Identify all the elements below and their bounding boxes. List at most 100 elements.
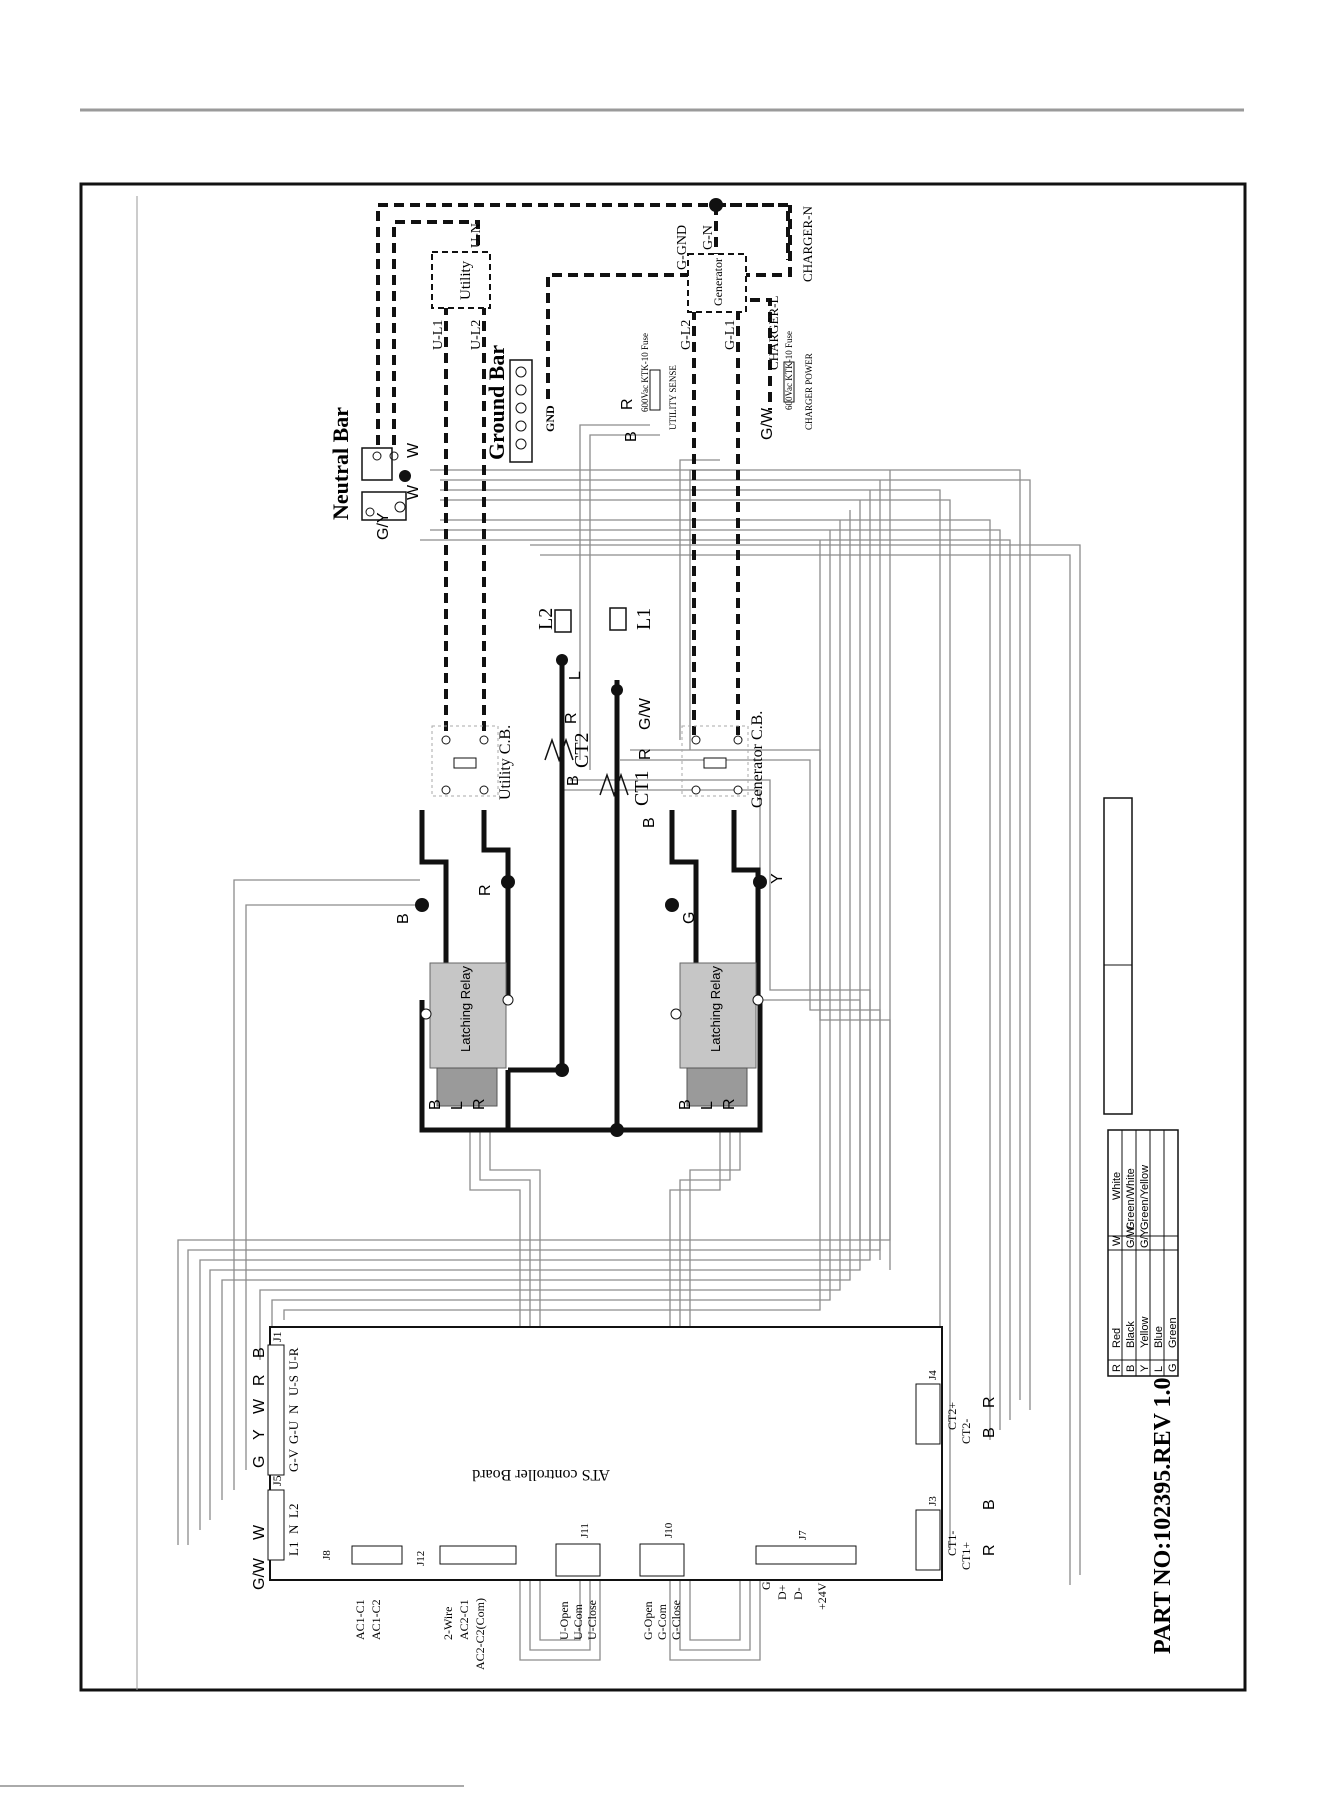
legend-code-l: L: [1153, 1366, 1165, 1372]
legend-name-r: Red: [1111, 1328, 1123, 1348]
tag-b-ct1: B: [641, 817, 658, 828]
tag-gw-charger: G/W: [759, 407, 776, 440]
legend-name-gy: Green/Yellow: [1139, 1165, 1151, 1230]
utility-latching-relay: Latching Relay: [420, 962, 514, 1107]
ct1-coil: [599, 772, 629, 798]
j3-connector: [915, 1509, 941, 1571]
j11-pin-1: U-Open: [557, 1601, 571, 1640]
generator-cb-label: Generator C.B.: [749, 711, 766, 808]
legend-name-gw: Green/White: [1125, 1168, 1137, 1230]
tag-r-j4: R: [981, 1396, 998, 1408]
j10-connector: [639, 1543, 685, 1577]
tag-w-1: W: [405, 442, 422, 458]
tag-l: L: [567, 671, 584, 680]
j10-pin-3: G-Close: [669, 1600, 683, 1640]
tag-r-j3: R: [981, 1544, 998, 1556]
tag-b-j3: B: [981, 1499, 998, 1510]
tag-b-sense: B: [623, 431, 640, 442]
charger-power-label: CHARGER POWER: [804, 353, 814, 430]
legend-name-g: Green: [1167, 1317, 1179, 1348]
legend-code-gw: G/W: [1125, 1225, 1137, 1248]
utility-label: Utility: [458, 260, 474, 300]
bus-wires: [419, 660, 763, 1133]
tag-b-j1: B: [251, 1347, 268, 1358]
u-n-label: U-N: [469, 223, 484, 248]
j5-label: J5: [270, 1475, 284, 1486]
tag-gw-j5: G/W: [251, 1557, 268, 1590]
tag-l-relay2: L: [699, 1101, 716, 1110]
j4-label: J4: [927, 1370, 939, 1380]
generator-label: Generator: [711, 258, 725, 306]
legend-name-l: Blue: [1153, 1326, 1165, 1348]
j5-pin-n: N: [286, 1524, 301, 1534]
feeder-wires: [376, 203, 792, 735]
j1-pin-ur: U-R: [286, 1347, 301, 1370]
j8-pin-2: AC1-C2: [369, 1599, 383, 1640]
j1-pin-gu: G-U: [286, 1420, 301, 1444]
ground-bar-label: Ground Bar: [484, 345, 509, 460]
utility-sense-fuse: [649, 369, 661, 411]
j11-pin-2: U-Com: [571, 1603, 585, 1640]
j3-label: J3: [927, 1496, 939, 1506]
g-gnd-label: G-GND: [675, 225, 690, 270]
tag-b-ur: B: [395, 913, 412, 924]
utility-cb-label: Utility C.B.: [497, 725, 514, 800]
tag-b-relay2: B: [677, 1099, 694, 1110]
j12-pin-2: AC2-C1: [457, 1599, 471, 1640]
j7-pin-24v: +24V: [815, 1582, 829, 1610]
tag-r-ur: R: [477, 884, 494, 896]
generator-breaker: [681, 725, 749, 797]
legend-code-r: R: [1111, 1364, 1123, 1372]
j1-pin-us: U-S: [286, 1375, 301, 1396]
j12-connector: [439, 1545, 517, 1565]
j4-pin-ct2m: CT2-: [959, 1419, 973, 1444]
j11-pin-3: U-Close: [585, 1600, 599, 1640]
l1-terminal: [609, 607, 627, 631]
legend-name-b: Black: [1125, 1321, 1137, 1348]
l2-terminal: [554, 609, 572, 633]
part-number: PART NO:102395.REV 1.0: [1150, 1377, 1176, 1654]
tag-b-ct2: B: [565, 775, 582, 786]
ats-board-label: ATS controller Board: [472, 1466, 610, 1483]
j11-connector: [555, 1543, 601, 1577]
legend-code-b: B: [1125, 1365, 1137, 1372]
legend-code-y: Y: [1139, 1364, 1151, 1372]
l2-label: L2: [535, 608, 557, 630]
j5-pin-l1: L1: [286, 1542, 301, 1556]
j7-connector: [755, 1545, 857, 1565]
legend-name-y: Yellow: [1139, 1317, 1151, 1348]
tag-gy: G/Y: [375, 512, 392, 540]
utility-sense-label: UTILITY SENSE: [668, 365, 678, 430]
j10-label: J10: [663, 1522, 675, 1538]
j11-label: J11: [579, 1523, 591, 1538]
ct2-label: CT2: [571, 732, 593, 768]
u-l1-label: U-L1: [431, 320, 446, 350]
neutral-bar: Neutral Bar: [328, 407, 407, 521]
fuse-note-2: 600Vac KTK-10 Fuse: [784, 331, 794, 410]
j12-pin-1: 2-Wire: [441, 1607, 455, 1641]
j7-pin-g: G: [759, 1581, 773, 1590]
legend-name-w: White: [1111, 1172, 1123, 1200]
tag-r-ct1: R: [637, 748, 654, 760]
title-block: [1103, 797, 1133, 1115]
ct1-label: CT1: [631, 770, 653, 806]
j7-pin-dp: D+: [775, 1584, 789, 1600]
j10-pin-2: G-Com: [655, 1603, 669, 1640]
generator-box: [687, 253, 747, 313]
charger-power-fuse: [783, 361, 795, 403]
legend-code-g: G: [1167, 1363, 1179, 1372]
legend-code-w: W: [1111, 1235, 1123, 1246]
generator-relay-label: Latching Relay: [708, 966, 723, 1052]
j3-pin-ct1m: CT1-: [945, 1531, 959, 1556]
tag-l-relay1: L: [449, 1101, 466, 1110]
u-l2-label: U-L2: [469, 320, 484, 350]
j1-j5-terminals: J1 J5 U-R U-S N G-U G-V L2 N L1: [267, 1331, 301, 1561]
utility-box: [431, 251, 491, 309]
j8-pin-1: AC1-C1: [353, 1599, 367, 1640]
j1-pin-gv: G-V: [286, 1448, 301, 1472]
g-n-label: G-N: [701, 225, 716, 250]
tag-r-relay1: R: [471, 1098, 488, 1110]
g-l1-label: G-L1: [723, 320, 738, 350]
